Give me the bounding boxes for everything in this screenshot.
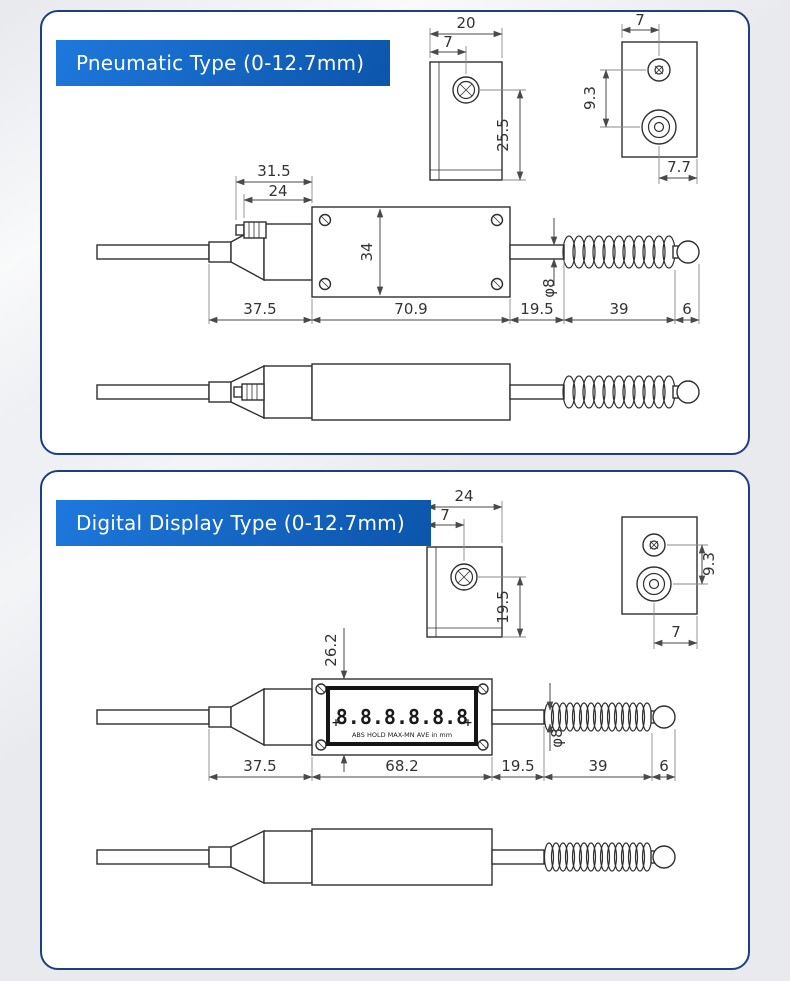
cable bbox=[96, 244, 210, 260]
lcd-digits: 8.8.8.8.8.8 bbox=[336, 705, 468, 729]
side-view-drawing: 9.3 7 bbox=[621, 516, 718, 649]
dim-cable-section: 37.5 bbox=[243, 757, 276, 775]
dim-side-edge: 7 bbox=[671, 623, 681, 641]
lcd-plus-right: + bbox=[463, 716, 472, 729]
dim-front-hole-offset: 7 bbox=[443, 33, 453, 51]
dim-side-hole-offset: 7 bbox=[635, 12, 645, 29]
dim-front-width: 24 bbox=[454, 487, 473, 505]
dim-spring-length: 39 bbox=[609, 300, 628, 318]
main-side-view-drawing: 31.5 24 34 φ8 37.5 bbox=[96, 162, 700, 324]
front-view-drawing: 20 7 25.5 bbox=[429, 14, 526, 181]
digital-type-label: Digital Display Type (0-12.7mm) bbox=[56, 500, 431, 546]
main-side-view-drawing: + 8.8.8.8.8.8 + ABS HOLD MAX-MN AVE in m… bbox=[96, 628, 676, 781]
digital-panel: Digital Display Type (0-12.7mm) bbox=[40, 470, 750, 970]
pneumatic-panel: Pneumatic Type (0-12.7mm) 20 bbox=[40, 10, 750, 455]
stem bbox=[491, 709, 545, 725]
dim-front-width: 20 bbox=[456, 14, 475, 32]
dim-side-edge: 7.7 bbox=[667, 158, 691, 176]
plain-side-view-drawing bbox=[96, 363, 700, 421]
dim-side-spacing: 9.3 bbox=[581, 86, 599, 110]
air-nipple bbox=[235, 224, 245, 236]
digital-drawing: 24 7 19.5 bbox=[96, 487, 718, 886]
dim-body-length: 68.2 bbox=[385, 757, 418, 775]
dim-cable-section: 37.5 bbox=[243, 300, 276, 318]
contact-tip bbox=[652, 705, 676, 729]
dim-fitting-outer: 31.5 bbox=[257, 162, 290, 180]
dim-front-height: 25.5 bbox=[494, 118, 512, 151]
stem bbox=[509, 244, 565, 260]
dim-front-hole-offset: 7 bbox=[440, 506, 450, 524]
front-view-drawing: 24 7 19.5 bbox=[426, 487, 526, 638]
dim-fitting-inner: 24 bbox=[268, 182, 287, 200]
dim-front-height: 19.5 bbox=[494, 590, 512, 623]
dim-stem-dia: φ8 bbox=[548, 728, 566, 747]
dim-stem-dia: φ8 bbox=[540, 278, 558, 297]
dim-body-height: 26.2 bbox=[322, 633, 340, 666]
cable bbox=[96, 709, 210, 725]
dim-stem-length: 19.5 bbox=[501, 757, 534, 775]
probe-body bbox=[311, 206, 511, 298]
plain-side-view-drawing bbox=[96, 828, 676, 886]
contact-tip bbox=[676, 240, 700, 264]
dim-side-spacing: 9.3 bbox=[700, 552, 718, 576]
dim-spring-length: 39 bbox=[588, 757, 607, 775]
dim-body-height: 34 bbox=[358, 242, 376, 261]
lcd-status-labels: ABS HOLD MAX-MN AVE in mm bbox=[352, 731, 452, 739]
dim-stem-length: 19.5 bbox=[520, 300, 553, 318]
dim-body-length: 70.9 bbox=[394, 300, 427, 318]
dim-tip-length: 6 bbox=[682, 300, 692, 318]
side-view-drawing: 7 9.3 7.7 bbox=[581, 12, 698, 184]
pneumatic-type-label: Pneumatic Type (0-12.7mm) bbox=[56, 40, 391, 86]
dim-tip-length: 6 bbox=[659, 757, 669, 775]
